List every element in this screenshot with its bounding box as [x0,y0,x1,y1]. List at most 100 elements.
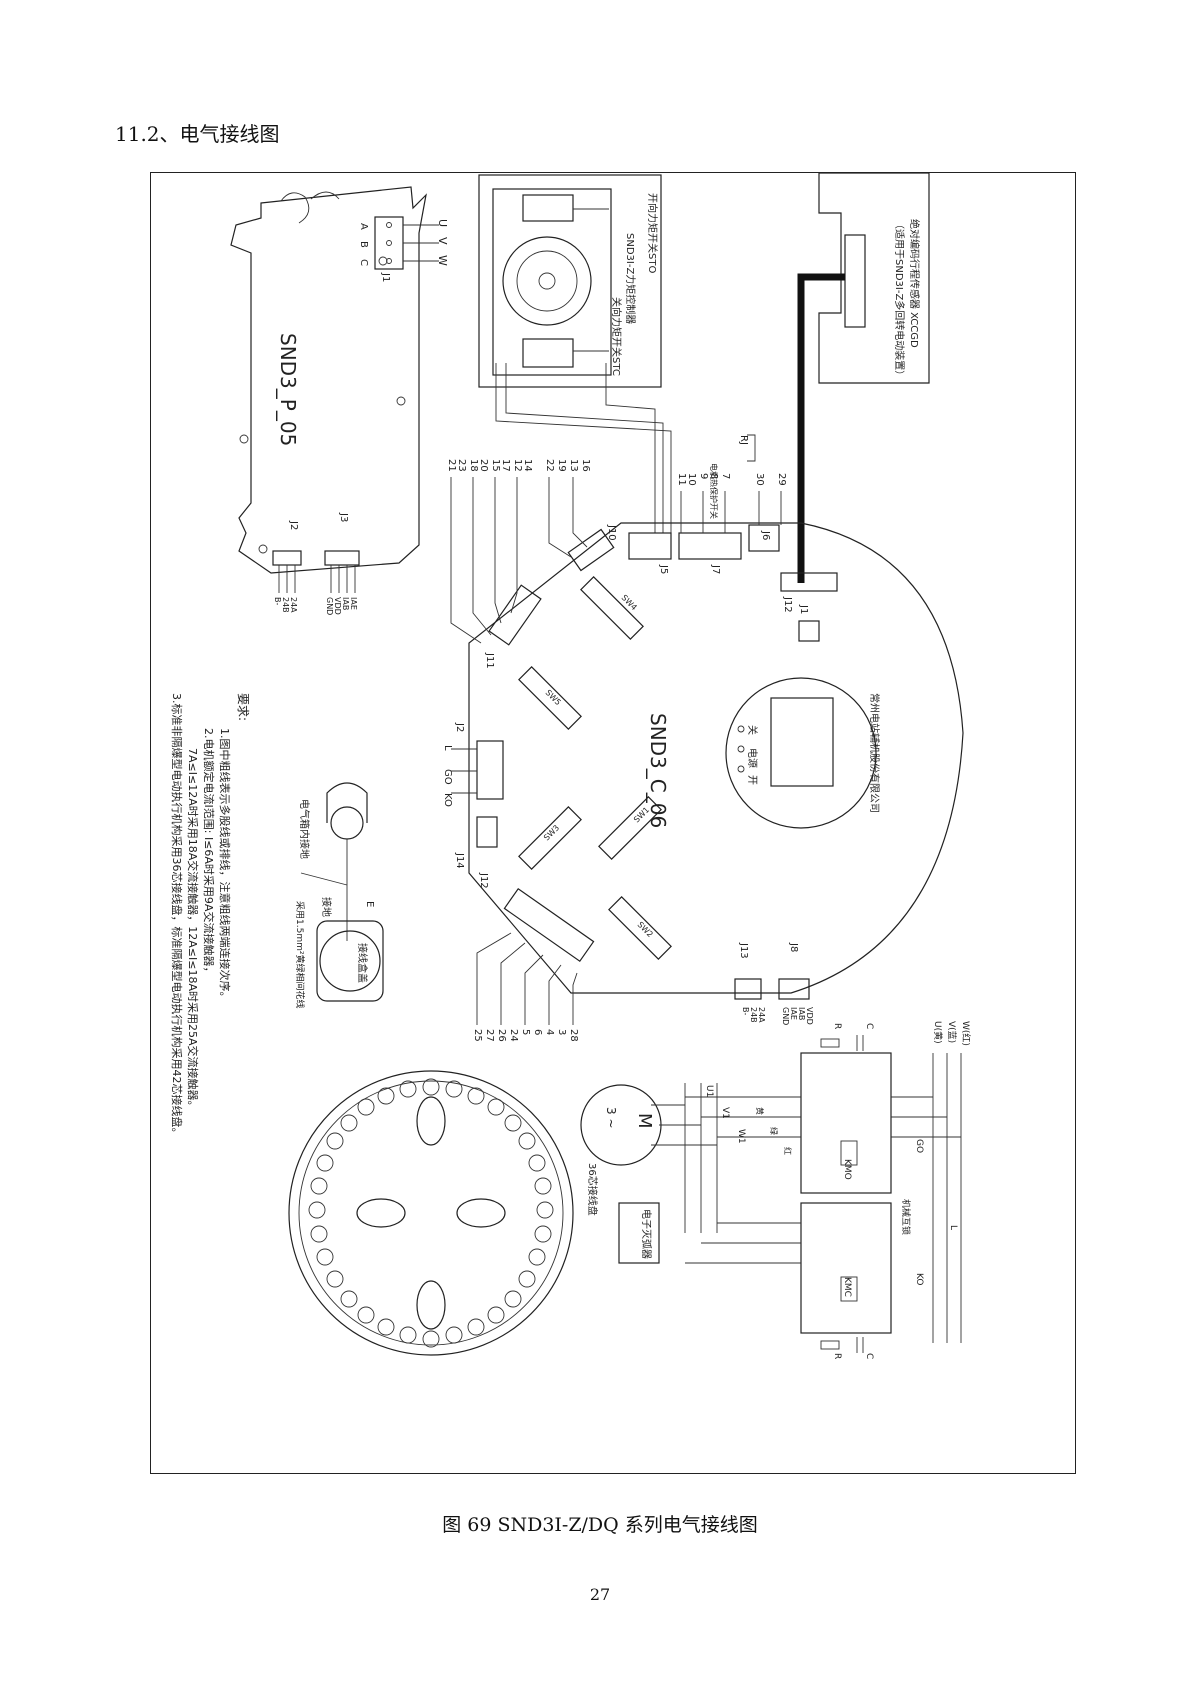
wire-red: 红 [783,1147,793,1155]
open-torque-switch: 开向力矩开关STO [646,193,659,273]
j2-board-label: J2 [454,722,465,732]
resistor-top: R [832,1023,842,1029]
terminal-disk-pins [308,1078,554,1348]
j7-pin: GND [781,1007,790,1025]
j1-label: J1 [380,272,391,282]
j1-right-w: W [436,255,449,266]
j3-pin-1: GND [325,597,334,615]
requirement-2: 2.电机额定电流I范围: I≤6A时采用9A交流接触器， [202,728,216,977]
j2-pin-2: 24B [281,597,290,613]
ground-e: E [364,901,375,907]
line-w: W(红) [960,1021,972,1046]
ground-wire-note: 采用1.5mm²黄绿相间花线 [294,901,306,1008]
j14-label: J14 [454,852,465,869]
terminal-number: 27 [484,1029,495,1042]
j2-board-l: L [442,745,453,751]
terminal-number: 25 [472,1029,483,1042]
section-heading: 11.2、电气接线图 [115,122,280,146]
switch-sw5: SW5 [544,688,563,707]
company-name: 常州电站辅机股份有限公司 [868,693,881,813]
j2-pin-3: 24A [289,597,298,613]
requirements: 要求: 1.图中粗线表示多股线或排线，注意粗线两端连接次序。 2.电机额定电流I… [170,693,250,1139]
j7-pin: IAB [797,1007,806,1020]
j3-pin-3: IAB [341,597,350,610]
wire-green: 绿 [769,1127,778,1135]
wire-yellow: 黄 [755,1107,765,1115]
rj-note: 电机热保护开关 [709,463,719,519]
encoder-note: （适用于SND3I-Z多回转电动装置） [893,219,906,380]
rj-label: RJ [738,435,749,445]
j8-label: J10 [606,524,617,541]
power-board-label: SND3_P_05 [276,333,300,446]
motor-label: M [634,1113,655,1129]
ground-section: 电气箱内接地 E 接地 采用1.5mm²黄绿相间花线 接线盒盖 [294,782,384,1008]
j3-pin-4: IAE [349,597,358,610]
j3-label: J3 [338,512,349,522]
terminal-row-top: 21 23 18 20 15 17 12 14 22 19 13 16 11 1… [446,459,787,644]
motor-phase: 3 ~ [604,1107,618,1129]
j1-right-v: V [436,237,449,245]
j2-label: J2 [288,520,299,530]
j1-left-b: B [358,241,369,248]
ground-box-label: 电气箱内接地 [298,799,311,859]
terminal-number: 4 [544,1029,555,1035]
j13-pin: 24A [757,1007,766,1023]
terminal-number: 15 [490,459,501,472]
terminal-number: 8 [708,473,719,479]
terminal-disk: 36芯接线盘 [288,1070,599,1356]
j2-board-go: GO [442,769,453,785]
resistor-bottom: R [832,1353,842,1359]
line-v: V(蓝) [946,1021,958,1043]
wiring-diagram: A B C U V W J1 SND3_P_05 J2 J3 B- 24B 24… [170,172,972,1359]
j11-label: J12 [782,596,793,613]
terminal-number: 26 [496,1029,507,1042]
torque-controller-title: SND3I-Z力矩控制器 [624,233,637,324]
j2-board-ko: KO [442,793,453,807]
requirement-3: 3.标准非隔爆型电动执行机构采用36芯接线盘，标准隔爆型电动执行机构采用42芯接… [170,693,184,1139]
ground-box-cover: 接线盒盖 [356,943,369,983]
l-label: L [948,1225,958,1230]
j13-label: J13 [738,942,749,959]
terminal-number: 5 [520,1029,531,1035]
close-torque-switch: 关向力矩开关STC [610,297,623,376]
motor-u1: U1 [704,1085,714,1097]
j13-pin: 24B [749,1007,758,1023]
terminal-number: 17 [500,459,511,472]
terminal-number: 19 [556,459,567,472]
motor-v1: V1 [720,1107,730,1119]
j7-label: J8 [788,942,799,952]
terminal-number: 30 [754,473,765,486]
terminal-row-bottom: 25 27 26 24 5 6 4 3 28 24A 24B B- VDD IA… [472,932,814,1042]
requirement-1: 1.图中粗线表示多股线或排线，注意粗线两端连接次序。 [218,728,232,1003]
terminal-number: 22 [544,459,555,472]
motor-w1: W1 [736,1129,746,1144]
terminal-number: 21 [446,459,457,472]
terminal-number: 29 [776,473,787,486]
j5-label: J5 [658,564,669,574]
power-board: A B C U V W J1 SND3_P_05 J2 J3 B- 24B 24… [230,186,449,615]
control-board-label: SND3_C_06 [646,713,670,828]
encoder-box: 绝对编码行程传感器 XCCGD （适用于SND3I-Z多回转电动装置） [797,172,930,583]
interlock-label: 机械互锁 [900,1199,912,1235]
kmo-label: KMO [842,1159,852,1180]
panel-power: 电源 [746,748,759,768]
terminal-number: 16 [580,459,591,472]
terminal-number: 13 [568,459,579,472]
terminal-number: 6 [532,1029,543,1035]
line-u: U(黄) [932,1021,944,1044]
j9-label: J7 [710,564,721,574]
j1-left-c: C [358,259,369,266]
kmc-label: KMC [842,1277,852,1297]
j13-pin: B- [741,1007,750,1015]
requirement-2b: 7A≤I≤12A时采用18A交流接触器，12A≤I≤18A时采用25A交流接触器… [186,748,200,1112]
terminal-number: 28 [568,1029,579,1042]
terminal-number: 12 [512,459,523,472]
j1-left-a: A [358,223,369,230]
diagram-frame: A B C U V W J1 SND3_P_05 J2 J3 B- 24B 24… [150,172,1076,1474]
control-board: 常州电站辅机股份有限公司 关 电源 开 SND3_C_06 SW4 SW5 SW… [442,434,964,1000]
terminal-number: 18 [468,459,479,472]
j12-label: J12 [478,872,489,889]
j1-board-label: J1 [798,604,809,614]
requirements-title: 要求: [236,693,250,721]
capacitor-top: C [864,1023,874,1029]
